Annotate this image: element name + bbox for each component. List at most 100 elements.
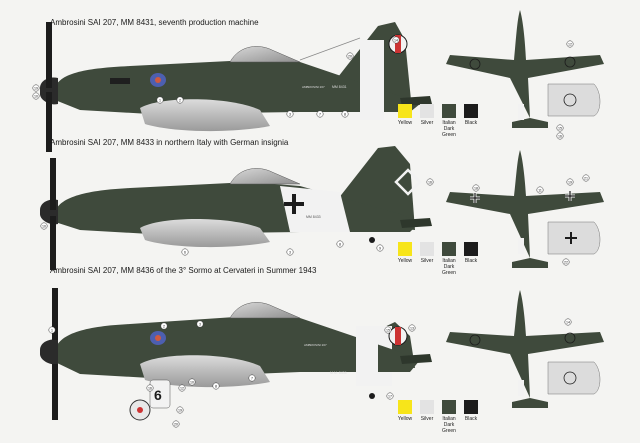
- callout-number: 10: [42, 224, 46, 228]
- profile-3-top-view: [446, 290, 604, 408]
- profile-3-swatches: [398, 400, 478, 414]
- callout-circle: [341, 110, 349, 118]
- callout-circle: [562, 258, 570, 266]
- swatch-label-silver-1: Silver: [420, 120, 434, 126]
- callout-number: 12: [180, 386, 184, 390]
- callout-number: 9: [379, 246, 381, 250]
- swatch-label-black-2: Black: [464, 258, 478, 264]
- callout-circle: [40, 222, 48, 230]
- callout-circle: [176, 406, 184, 414]
- callout-number: 7: [319, 112, 321, 116]
- swatch-label-green-3: Italian Dark Green: [442, 416, 456, 434]
- callout-number: 8: [215, 384, 217, 388]
- callout-circle: [32, 84, 40, 92]
- callout-number: 12: [568, 42, 572, 46]
- callout-circle: [286, 110, 294, 118]
- profile-1-aircraft: [40, 22, 432, 152]
- callout-number: 16: [428, 180, 432, 184]
- profile-1-top-view: [446, 10, 604, 128]
- callout-circle: [408, 324, 416, 332]
- callout-circle: [286, 248, 294, 256]
- swatch-label-yellow-3: Yellow: [397, 416, 413, 422]
- callout-circle: [48, 326, 56, 334]
- profile-3-serial: M.M. 8436: [330, 371, 347, 375]
- callout-number: 14: [566, 320, 570, 324]
- callout-number: 21: [584, 176, 588, 180]
- callout-number: 7: [251, 376, 253, 380]
- callout-number: 2: [163, 324, 165, 328]
- callout-number: 3: [199, 322, 201, 326]
- profile-1-swatches: [398, 104, 478, 118]
- callout-number: 1: [159, 98, 161, 102]
- callout-number: 2: [179, 98, 181, 102]
- callout-circle: [566, 178, 574, 186]
- swatch-label-silver-3: Silver: [420, 416, 434, 422]
- callout-circle: [160, 322, 168, 330]
- callout-circle: [426, 178, 434, 186]
- callout-circle: [472, 184, 480, 192]
- callout-circle: [386, 392, 394, 400]
- callout-number: 1: [51, 328, 53, 332]
- callout-circle: [582, 174, 590, 182]
- callout-number: 11: [538, 188, 542, 192]
- callout-circle: [172, 420, 180, 428]
- callout-circle: [556, 124, 564, 132]
- callout-number: 10: [190, 380, 194, 384]
- callout-number: 8: [344, 112, 346, 116]
- profile-1-fin-text: AMBROSINI 207: [302, 85, 325, 89]
- profile-3-aircraft: [40, 288, 432, 421]
- callout-number: 20: [348, 54, 352, 58]
- swatch-label-yellow-2: Yellow: [397, 258, 413, 264]
- callout-number: 15: [558, 126, 562, 130]
- callout-number: 20: [174, 422, 178, 426]
- callout-circle: [376, 244, 384, 252]
- callout-circle: [392, 36, 400, 44]
- callout-circle: [178, 384, 186, 392]
- swatch-label-black-3: Black: [464, 416, 478, 422]
- callout-circle: [316, 110, 324, 118]
- callout-number: 10: [34, 94, 38, 98]
- callout-number: 6: [184, 250, 186, 254]
- callout-circle: [384, 326, 392, 334]
- profile-3-title: Ambrosini SAI 207, MM 8436 of the 3° Sor…: [50, 266, 317, 275]
- profile-2-title: Ambrosini SAI 207, MM 8433 in northern I…: [50, 138, 289, 147]
- callout-circle: [212, 382, 220, 390]
- callout-circle: [146, 384, 154, 392]
- callout-number: 3: [289, 250, 291, 254]
- callout-circle: [346, 52, 354, 60]
- callout-circle: [181, 248, 189, 256]
- profile-2-serial: MM 8433: [306, 215, 321, 219]
- profile-2-top-view: [446, 150, 604, 268]
- swatch-label-yellow-1: Yellow: [397, 120, 413, 126]
- callout-circle: [536, 186, 544, 194]
- callout-circle: [564, 318, 572, 326]
- profile-2-swatches: [398, 242, 478, 256]
- profile-1-title: Ambrosini SAI 207, MM 8431, seventh prod…: [50, 18, 259, 27]
- callout-number: 15: [386, 328, 390, 332]
- callout-number: 3: [289, 112, 291, 116]
- callout-circle: [156, 96, 164, 104]
- swatch-label-green-1: Italian Dark Green: [442, 120, 456, 138]
- callout-number: 16: [558, 134, 562, 138]
- callout-circle: [248, 374, 256, 382]
- profile-3-code-number: 6: [154, 387, 162, 403]
- callout-number: 14: [394, 38, 398, 42]
- callout-number: 8: [339, 242, 341, 246]
- profile-2-aircraft: [40, 146, 432, 270]
- callout-circle: [32, 92, 40, 100]
- swatch-label-black-1: Black: [464, 120, 478, 126]
- callout-number: 19: [34, 86, 38, 90]
- callout-circle: [566, 40, 574, 48]
- swatch-label-green-2: Italian Dark Green: [442, 258, 456, 276]
- profile-1-serial: MM 8431: [332, 85, 347, 89]
- callout-circle: [176, 96, 184, 104]
- callout-circle: [188, 378, 196, 386]
- callout-number: 16: [148, 386, 152, 390]
- callout-circle: [556, 132, 564, 140]
- callout-number: 17: [388, 394, 392, 398]
- profile-3-fin-text: AMBROSINI 207: [304, 343, 327, 347]
- swatch-label-silver-2: Silver: [420, 258, 434, 264]
- callout-number: 18: [474, 186, 478, 190]
